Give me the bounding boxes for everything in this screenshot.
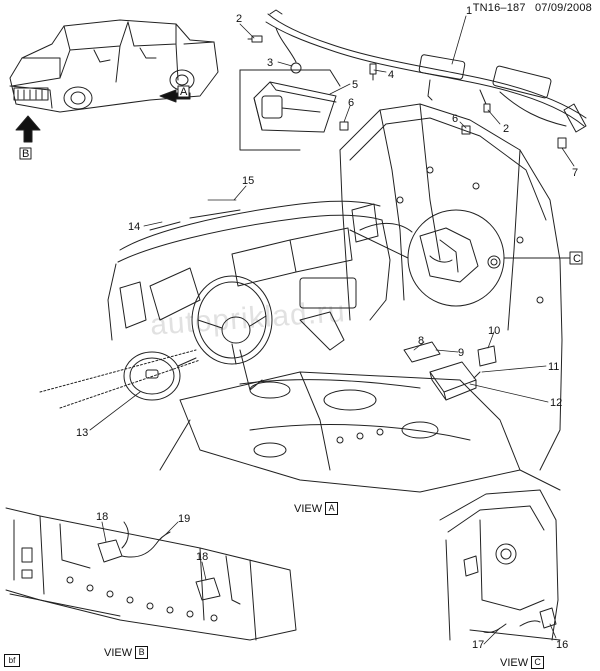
- view-b-detail: [5, 507, 297, 641]
- floor-pan: [159, 371, 561, 493]
- view-a-letter: A: [325, 502, 339, 515]
- curtain-airbag-assembly: [265, 9, 587, 133]
- view-b-arrow: [15, 115, 41, 160]
- instrument-panel: [107, 200, 391, 351]
- view-a-marker-letter: A: [180, 86, 188, 98]
- leader-lines: [89, 15, 575, 645]
- callout-19: 19: [178, 513, 190, 525]
- detail-circle-c: [349, 209, 571, 307]
- diagram-header: TN16–187 07/09/2008: [467, 2, 592, 14]
- sensing-module: [403, 341, 497, 401]
- callout-9: 9: [458, 347, 464, 359]
- callout-6: 6: [348, 97, 354, 109]
- callout-7: 7: [572, 167, 578, 179]
- callout-13: 13: [76, 427, 88, 439]
- callout-14: 14: [128, 221, 140, 233]
- fasteners: [247, 35, 567, 149]
- callout-6: 6: [452, 113, 458, 125]
- steering-wheel: [191, 275, 273, 391]
- driver-airbag-module: [123, 351, 197, 401]
- callout-4: 4: [388, 69, 394, 81]
- corner-tag: bf: [4, 654, 20, 667]
- callout-5: 5: [352, 79, 358, 91]
- callout-17: 17: [472, 639, 484, 651]
- view-c-marker-box: [569, 251, 583, 265]
- view-b-marker-letter: B: [22, 148, 29, 160]
- callout-12: 12: [550, 397, 562, 409]
- callout-10: 10: [488, 325, 500, 337]
- harness-sensor: [275, 27, 302, 74]
- view-a-label: VIEW A: [294, 502, 339, 515]
- view-c-label: VIEW C: [500, 656, 545, 669]
- view-a-arrow: [159, 85, 191, 103]
- view-c-marker-letter: C: [573, 253, 581, 265]
- callout-15: 15: [242, 175, 254, 187]
- view-b-label: VIEW B: [104, 646, 149, 659]
- vehicle-overview: [9, 19, 219, 113]
- body-structure: [339, 103, 563, 471]
- callout-18: 18: [196, 551, 208, 563]
- callout-1: 1: [466, 5, 472, 17]
- callout-3: 3: [267, 57, 273, 69]
- callout-2: 2: [503, 123, 509, 135]
- view-b-letter: B: [135, 646, 149, 659]
- callout-16: 16: [556, 639, 568, 651]
- diagram-date: 07/09/2008: [534, 2, 592, 14]
- callout-8: 8: [418, 335, 424, 347]
- passenger-airbag-module: [239, 69, 341, 151]
- view-c-detail: [439, 489, 561, 641]
- view-c-letter: C: [531, 656, 545, 669]
- callout-18: 18: [96, 511, 108, 523]
- callout-11: 11: [548, 361, 559, 373]
- reference-code: TN16–187: [472, 2, 526, 14]
- callout-numbers: 1 2 2 3 4 5 6 6 7 8 9 10 11 12 13 14 15 …: [76, 5, 578, 651]
- callout-2: 2: [236, 13, 242, 25]
